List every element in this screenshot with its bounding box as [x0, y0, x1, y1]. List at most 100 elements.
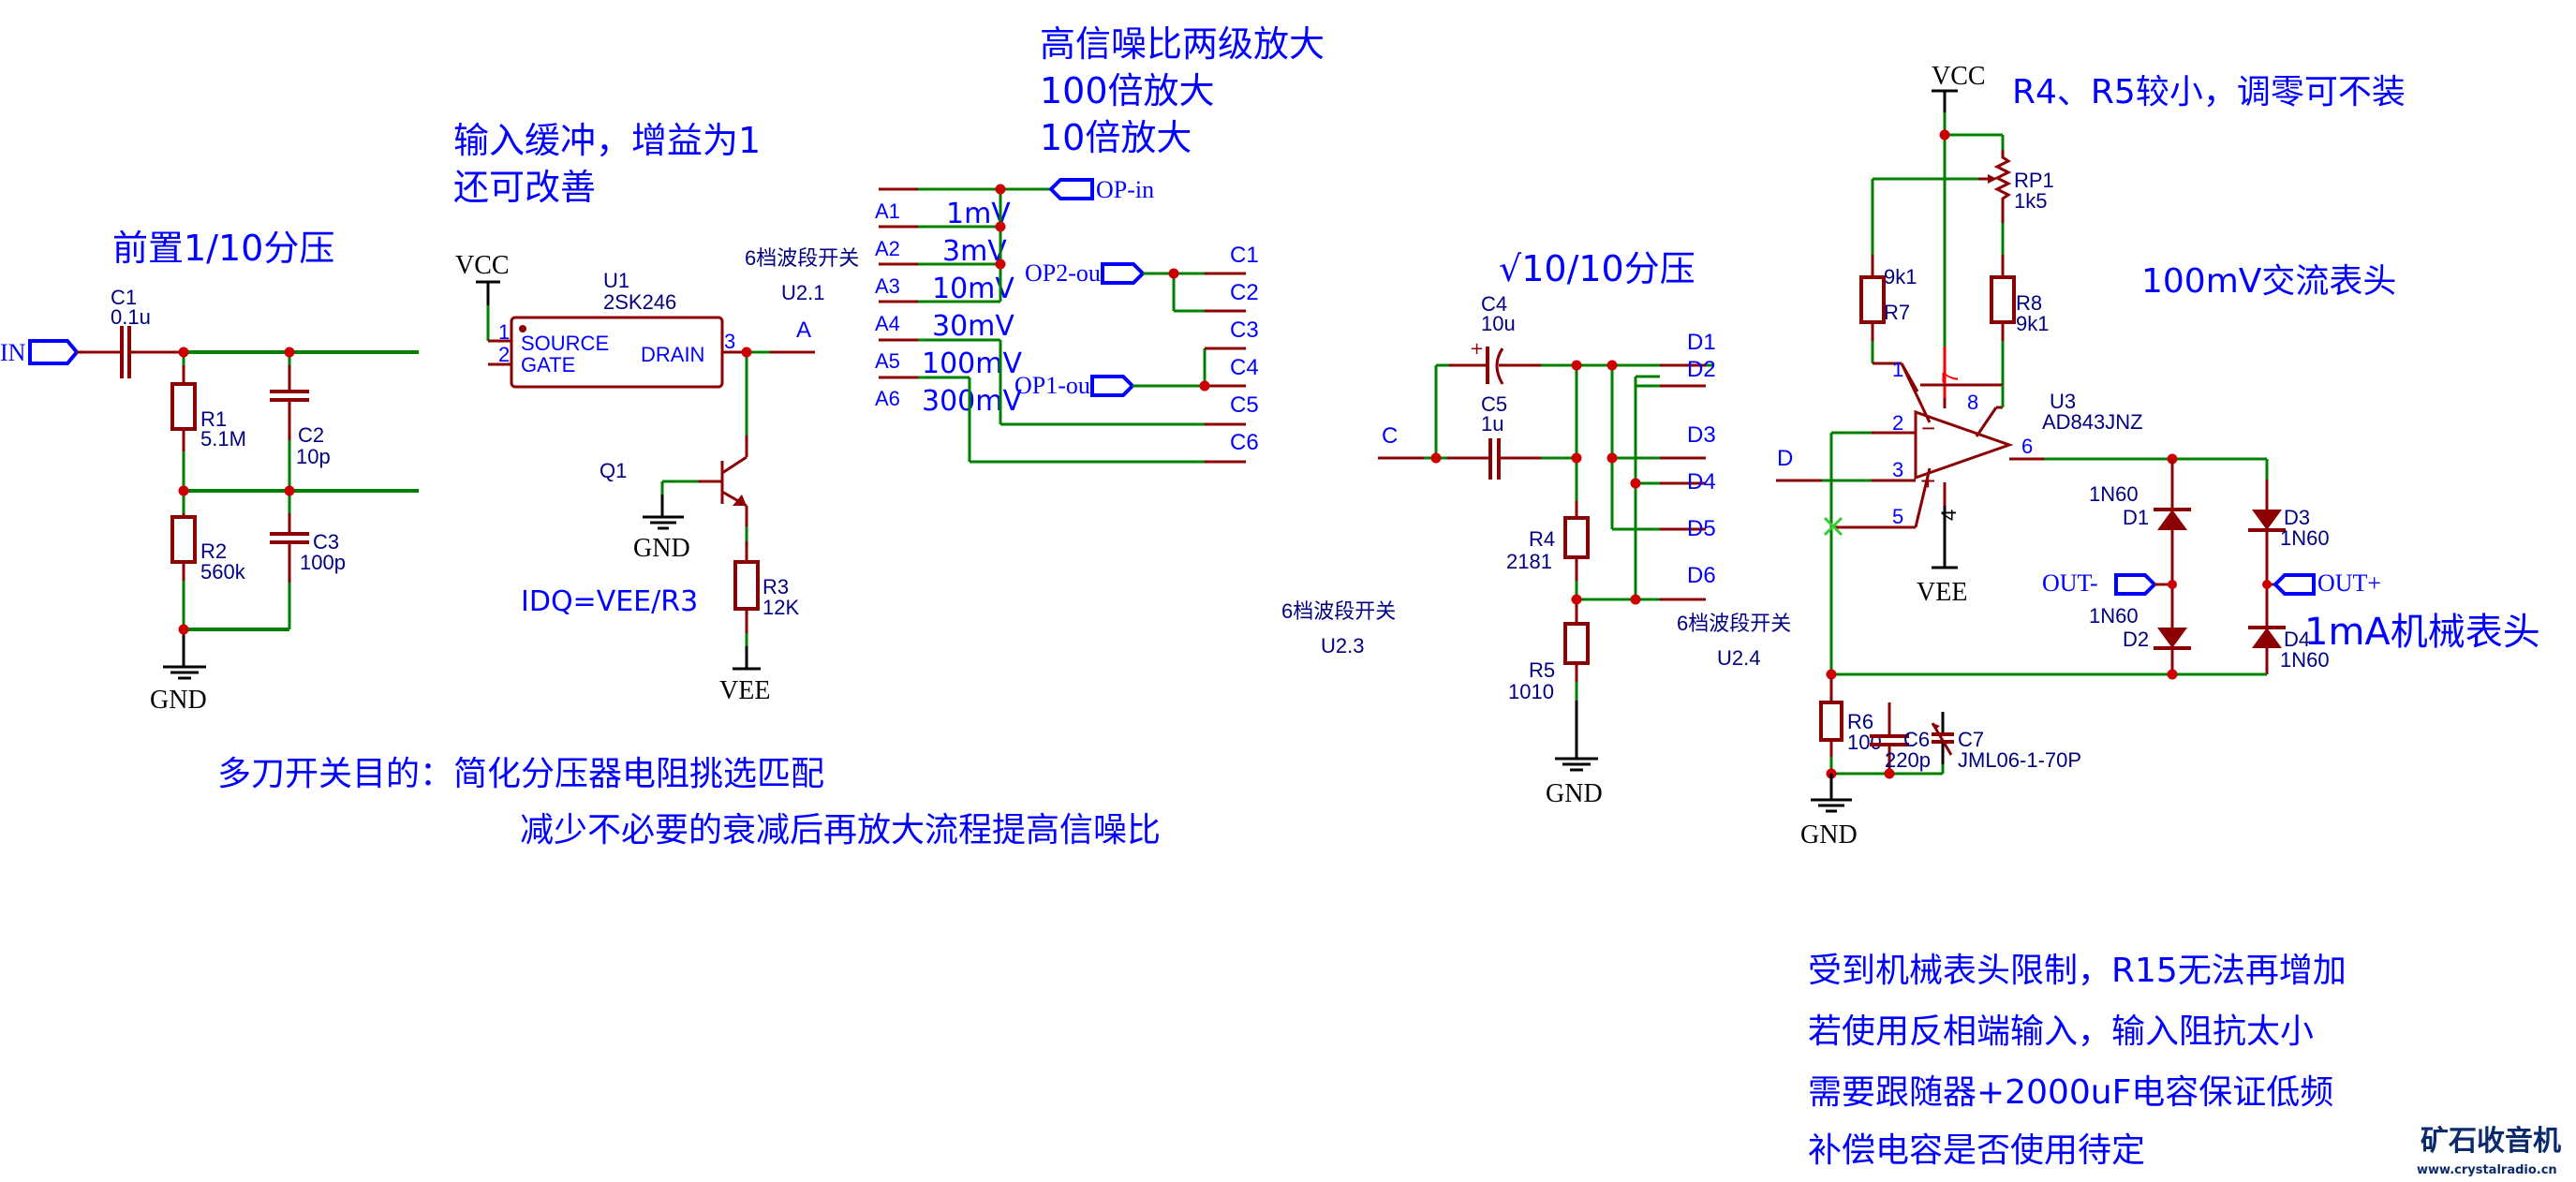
junction-dot: [178, 347, 189, 358]
potentiometer-rp1[interactable]: [1993, 150, 2012, 206]
junction-dot: [1606, 452, 1618, 464]
r2-ref: R2: [200, 539, 227, 563]
rp1-ref: RP1: [2014, 169, 2054, 192]
ground-icon: [1811, 798, 1852, 813]
switch-pin-d2: D2: [1687, 357, 1716, 382]
u3-pin2: 2: [1892, 411, 1903, 435]
junction-dot: [178, 624, 189, 635]
note-amp-line1: 高信噪比两级放大: [1040, 23, 1325, 65]
diode-d4-icon: [2248, 626, 2286, 648]
r8-ref: R8: [2016, 291, 2042, 315]
u1-pin2: 2: [498, 343, 510, 366]
svg-text:+: +: [1470, 339, 1484, 359]
switch-u21-title: 6档波段开关: [745, 246, 859, 270]
switch-pin-d4: D4: [1687, 469, 1716, 495]
c4-value: 10u: [1481, 312, 1516, 335]
opamp-u3-body: [1914, 409, 2014, 480]
c7-ref: C7: [1958, 728, 1984, 751]
no-connect-icon: [1823, 516, 1843, 537]
d3-ref: D3: [2284, 506, 2310, 529]
resistor-r1: [170, 382, 197, 431]
r5-value: 1010: [1508, 680, 1554, 703]
switch-pin-d6: D6: [1687, 563, 1716, 588]
u3-value: AD843JNZ: [2042, 410, 2143, 434]
note-pre-divider: 前置1/10分压: [112, 228, 334, 269]
gnd-label: GND: [1800, 820, 1858, 850]
gnd-label: GND: [633, 534, 690, 563]
junction-dot: [741, 347, 752, 358]
r2-value: 560k: [200, 560, 246, 584]
port-out-plus-icon[interactable]: [2273, 573, 2316, 596]
transistor-q1-icon: [720, 455, 748, 508]
wire: [1975, 406, 1998, 437]
ground-icon: [163, 665, 206, 680]
port-op1-out-icon[interactable]: [1090, 375, 1135, 397]
note-idq: IDQ=VEE/R3: [521, 585, 698, 618]
wire: [1914, 467, 1932, 528]
switch-u24-ref: U2.4: [1717, 646, 1760, 670]
gnd-label: GND: [150, 686, 207, 715]
port-in-icon[interactable]: [28, 339, 80, 365]
c1-ref: C1: [111, 286, 137, 309]
trimmer-capacitor-c7-icon[interactable]: [1931, 712, 1954, 764]
c2-value: 10p: [296, 445, 331, 468]
r6-ref: R6: [1847, 710, 1873, 733]
junction-dot: [995, 259, 1006, 270]
resistor-r5: [1563, 622, 1590, 665]
range-100mv[interactable]: 100mV: [922, 347, 1022, 380]
u3-pin1: 1: [1892, 358, 1903, 381]
u1-value: 2SK246: [603, 290, 676, 314]
bottom-notes: 多刀开关目的：简化分压器电阻挑选匹配 减少不必要的衰减后再放大流程提高信噪比 受…: [217, 755, 2347, 1170]
switch-pin-a4: A4: [875, 312, 900, 335]
switch-u23-title: 6档波段开关: [1281, 599, 1396, 623]
note-buffer-line2: 还可改善: [453, 167, 596, 208]
section-meter-amp: R4、R5较小，调零可不装 100mV交流表头 VCC 7 RP1 1k5 R8…: [1776, 62, 2540, 850]
junction-dot: [284, 347, 295, 358]
junction-dot: [1199, 380, 1210, 392]
d4-value: 1N60: [2280, 648, 2330, 672]
port-out-plus-label: OUT+: [2317, 569, 2381, 597]
junction-dot: [1168, 268, 1179, 279]
port-op1-out-label: OP1-out: [1014, 372, 1098, 399]
c6-value: 220p: [1885, 748, 1931, 772]
port-op2-out-icon[interactable]: [1101, 262, 1146, 285]
junction-dot: [2262, 580, 2272, 589]
port-op-in-icon[interactable]: [1048, 178, 1094, 200]
switch-pin-a6: A6: [875, 387, 900, 410]
u3-pin3: 3: [1892, 458, 1903, 481]
note-multi-pole-1: 多刀开关目的：简化分压器电阻挑选匹配: [217, 755, 824, 793]
c5-ref: C5: [1481, 392, 1507, 416]
switch-pin-a1: A1: [875, 199, 900, 223]
switch-pin-d1: D1: [1687, 330, 1716, 355]
junction-dot: [1826, 669, 1837, 680]
u1-pin1: 1: [498, 320, 510, 344]
d1-ref: D1: [2123, 506, 2149, 529]
u1-pin-source: SOURCE: [521, 332, 609, 355]
note-amp-line2: 100倍放大: [1040, 70, 1215, 111]
r4-ref: R4: [1529, 527, 1555, 551]
u3-ref: U3: [2050, 390, 2076, 413]
section-sqrt-divider: √10/10分压 C + C4 10u C5 1u: [1378, 248, 1791, 808]
section-pre-divider: 前置1/10分压 IN C1 0.1u R1 5.1M C2 10p: [0, 228, 419, 715]
junction-dot: [284, 485, 295, 496]
switch-pin-c6: C6: [1230, 430, 1259, 455]
note-limit-1: 受到机械表头限制，R15无法再增加: [1808, 952, 2347, 990]
c6-ref: C6: [1903, 728, 1930, 751]
junction-dot: [1606, 360, 1618, 371]
ground-icon: [643, 515, 684, 530]
junction-dot: [178, 485, 189, 496]
range-30mv[interactable]: 30mV: [932, 310, 1014, 343]
range-300mv[interactable]: 300mV: [922, 385, 1022, 418]
c2-ref: C2: [298, 423, 324, 447]
resistor-r6: [1819, 701, 1843, 742]
watermark-url[interactable]: www.crystalradio.cn: [2417, 1163, 2557, 1177]
diode-d1-icon: [2154, 508, 2191, 530]
pin1-marker-icon: [519, 325, 526, 332]
note-1ma-meter: 1mA机械表头: [2304, 611, 2540, 654]
junction-dot: [1630, 594, 1641, 605]
u3-pin6: 6: [2021, 435, 2033, 458]
switch-pin-c1: C1: [1230, 243, 1259, 268]
port-out-minus-icon[interactable]: [2114, 573, 2157, 596]
d1-value: 1N60: [2089, 482, 2139, 506]
